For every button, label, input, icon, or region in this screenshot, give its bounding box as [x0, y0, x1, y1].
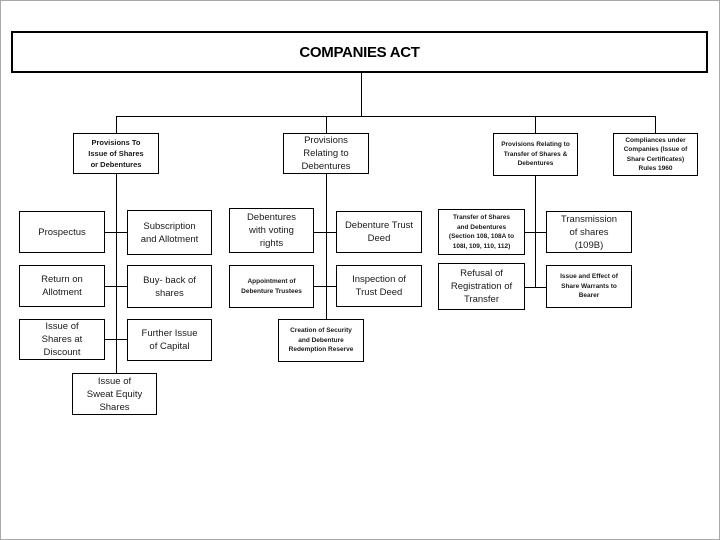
page-title: COMPANIES ACT	[299, 43, 420, 61]
connector-shares-row2	[105, 286, 127, 287]
node-creation-security-redemption-reserve: Creation of Security and Debenture Redem…	[278, 319, 364, 362]
connector-transfer-row2	[525, 287, 546, 288]
node-further-issue-capital: Further Issue of Capital	[127, 319, 212, 361]
connector-trunk-transfer	[535, 176, 536, 287]
node-transmission-of-shares: Transmission of shares (109B)	[546, 211, 632, 253]
node-label: Prospectus	[38, 226, 86, 238]
connector-drop-shares	[116, 116, 117, 133]
node-label: Refusal of Registration of Transfer	[450, 268, 513, 305]
connector-drop-compliances	[655, 116, 656, 133]
node-shares-at-discount: Issue of Shares at Discount	[19, 319, 105, 360]
connector-spine	[116, 116, 656, 117]
branch-node-compliances: Compliances under Companies (Issue of Sh…	[613, 133, 698, 176]
node-share-warrants-to-bearer: Issue and Effect of Share Warrants to Be…	[546, 265, 632, 308]
node-sweat-equity-shares: Issue of Sweat Equity Shares	[72, 373, 157, 415]
node-debentures-voting-rights: Debentures with voting rights	[229, 208, 314, 253]
node-label: Creation of Security and Debenture Redem…	[288, 327, 354, 354]
node-label: Transfer of Shares and Debentures (Secti…	[448, 214, 515, 250]
node-subscription-allotment: Subscription and Allotment	[127, 210, 212, 255]
node-label: Issue of Shares at Discount	[41, 321, 83, 358]
connector-debentures-row1	[314, 232, 336, 233]
root-node-companies-act: COMPANIES ACT	[11, 31, 708, 73]
node-debenture-trust-deed: Debenture Trust Deed	[336, 211, 422, 253]
node-label: Debenture Trust Deed	[344, 220, 414, 244]
connector-debentures-row2	[314, 286, 336, 287]
connector-shares-row1	[105, 232, 127, 233]
connector-transfer-row1	[525, 232, 546, 233]
node-return-on-allotment: Return on Allotment	[19, 265, 105, 307]
node-transfer-shares-debentures: Transfer of Shares and Debentures (Secti…	[438, 209, 525, 255]
branch-node-transfer: Provisions Relating to Transfer of Share…	[493, 133, 578, 176]
node-label: Debentures with voting rights	[246, 212, 297, 249]
node-label: Buy- back of shares	[143, 274, 196, 299]
node-label: Return on Allotment	[41, 274, 83, 298]
node-inspection-trust-deed: Inspection of Trust Deed	[336, 265, 422, 307]
branch-node-issue-of-shares: Provisions To Issue of Shares or Debentu…	[73, 133, 159, 174]
connector-shares-row3	[105, 339, 127, 340]
branch-label: Provisions Relating to Debentures	[301, 135, 351, 172]
branch-label: Provisions Relating to Transfer of Share…	[501, 141, 570, 168]
node-label: Issue of Sweat Equity Shares	[86, 375, 143, 413]
branch-node-debentures: Provisions Relating to Debentures	[283, 133, 369, 174]
node-label: Transmission of shares (109B)	[560, 213, 618, 251]
branch-label: Compliances under Companies (Issue of Sh…	[623, 136, 688, 173]
connector-trunk-shares	[116, 174, 117, 373]
connector-drop-debentures	[326, 116, 327, 133]
node-label: Inspection of Trust Deed	[352, 274, 406, 298]
node-appointment-debenture-trustees: Appointment of Debenture Trustees	[229, 265, 314, 308]
node-buy-back-shares: Buy- back of shares	[127, 265, 212, 308]
node-label: Issue and Effect of Share Warrants to Be…	[560, 273, 618, 300]
node-prospectus: Prospectus	[19, 211, 105, 253]
connector-title-trunk	[361, 73, 362, 116]
node-label: Subscription and Allotment	[140, 220, 199, 245]
node-label: Further Issue of Capital	[141, 328, 198, 352]
node-refusal-registration-transfer: Refusal of Registration of Transfer	[438, 263, 525, 310]
connector-trunk-debentures	[326, 174, 327, 319]
node-label: Appointment of Debenture Trustees	[241, 278, 302, 295]
branch-label: Provisions To Issue of Shares or Debentu…	[88, 138, 144, 169]
connector-drop-transfer	[535, 116, 536, 133]
